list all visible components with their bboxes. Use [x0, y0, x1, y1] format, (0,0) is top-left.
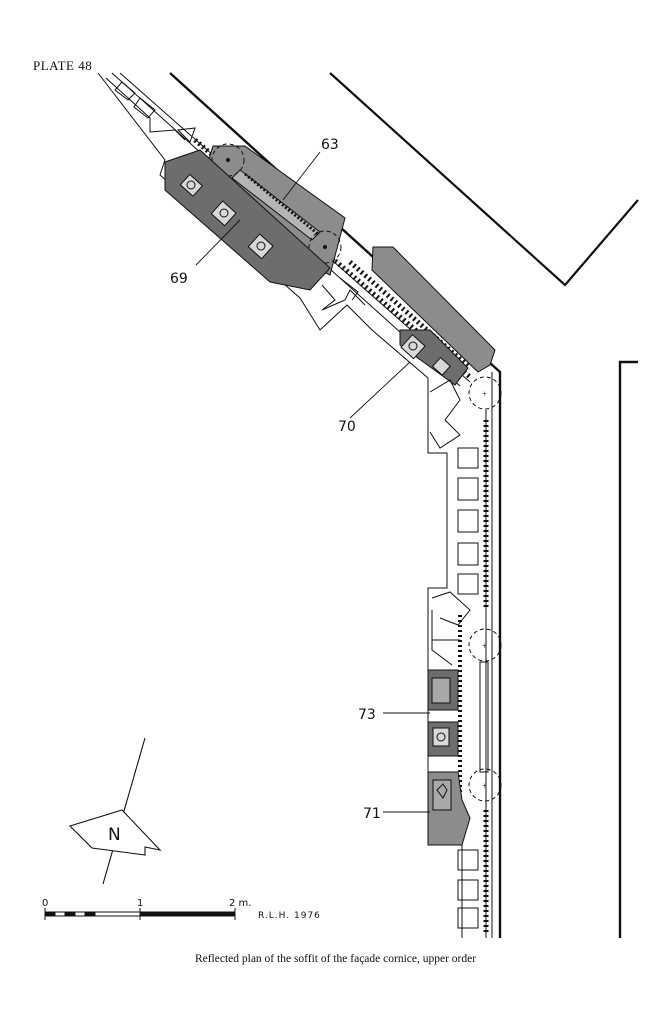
- block-63: [204, 143, 346, 276]
- callout-63: 63: [321, 137, 339, 153]
- block-69-shade: [164, 149, 331, 291]
- svg-text:+: +: [482, 389, 487, 399]
- scale-bar: [44, 908, 236, 920]
- north-arrow-shape: [68, 809, 162, 856]
- north-label: N: [108, 825, 121, 845]
- callout-71: 71: [363, 806, 381, 822]
- right-wall: [618, 360, 638, 938]
- callout-leaders: [195, 151, 430, 813]
- block-71: [427, 771, 471, 846]
- callout-70: 70: [338, 419, 356, 435]
- block-69: [164, 149, 331, 291]
- scale-label-0: 0: [42, 898, 48, 909]
- block-70: [371, 246, 496, 386]
- callout-69: 69: [170, 271, 188, 287]
- north-arrow: N: [68, 737, 162, 885]
- vertical-inner-edge: [427, 378, 463, 938]
- scale-label-2: 2 m.: [229, 898, 251, 909]
- block-73: [427, 669, 459, 757]
- plate-label: PLATE 48: [33, 58, 93, 73]
- svg-text:+: +: [482, 781, 487, 791]
- column-circle: [468, 376, 502, 410]
- column-circle: [468, 628, 502, 662]
- scale-label-1: 1: [137, 898, 143, 909]
- upper-right-wall: [329, 72, 639, 287]
- svg-text:+: +: [482, 641, 487, 651]
- callout-73: 73: [358, 707, 376, 723]
- column-circle: [468, 768, 502, 802]
- draftsman-signature: R.L.H. 1976: [258, 911, 321, 921]
- diagonal-inner-edge: [97, 72, 429, 379]
- block-70-shade: [371, 246, 496, 373]
- figure-caption: Reflected plan of the soffit of the faça…: [194, 953, 477, 965]
- vertical-cornice: + + +: [427, 372, 502, 938]
